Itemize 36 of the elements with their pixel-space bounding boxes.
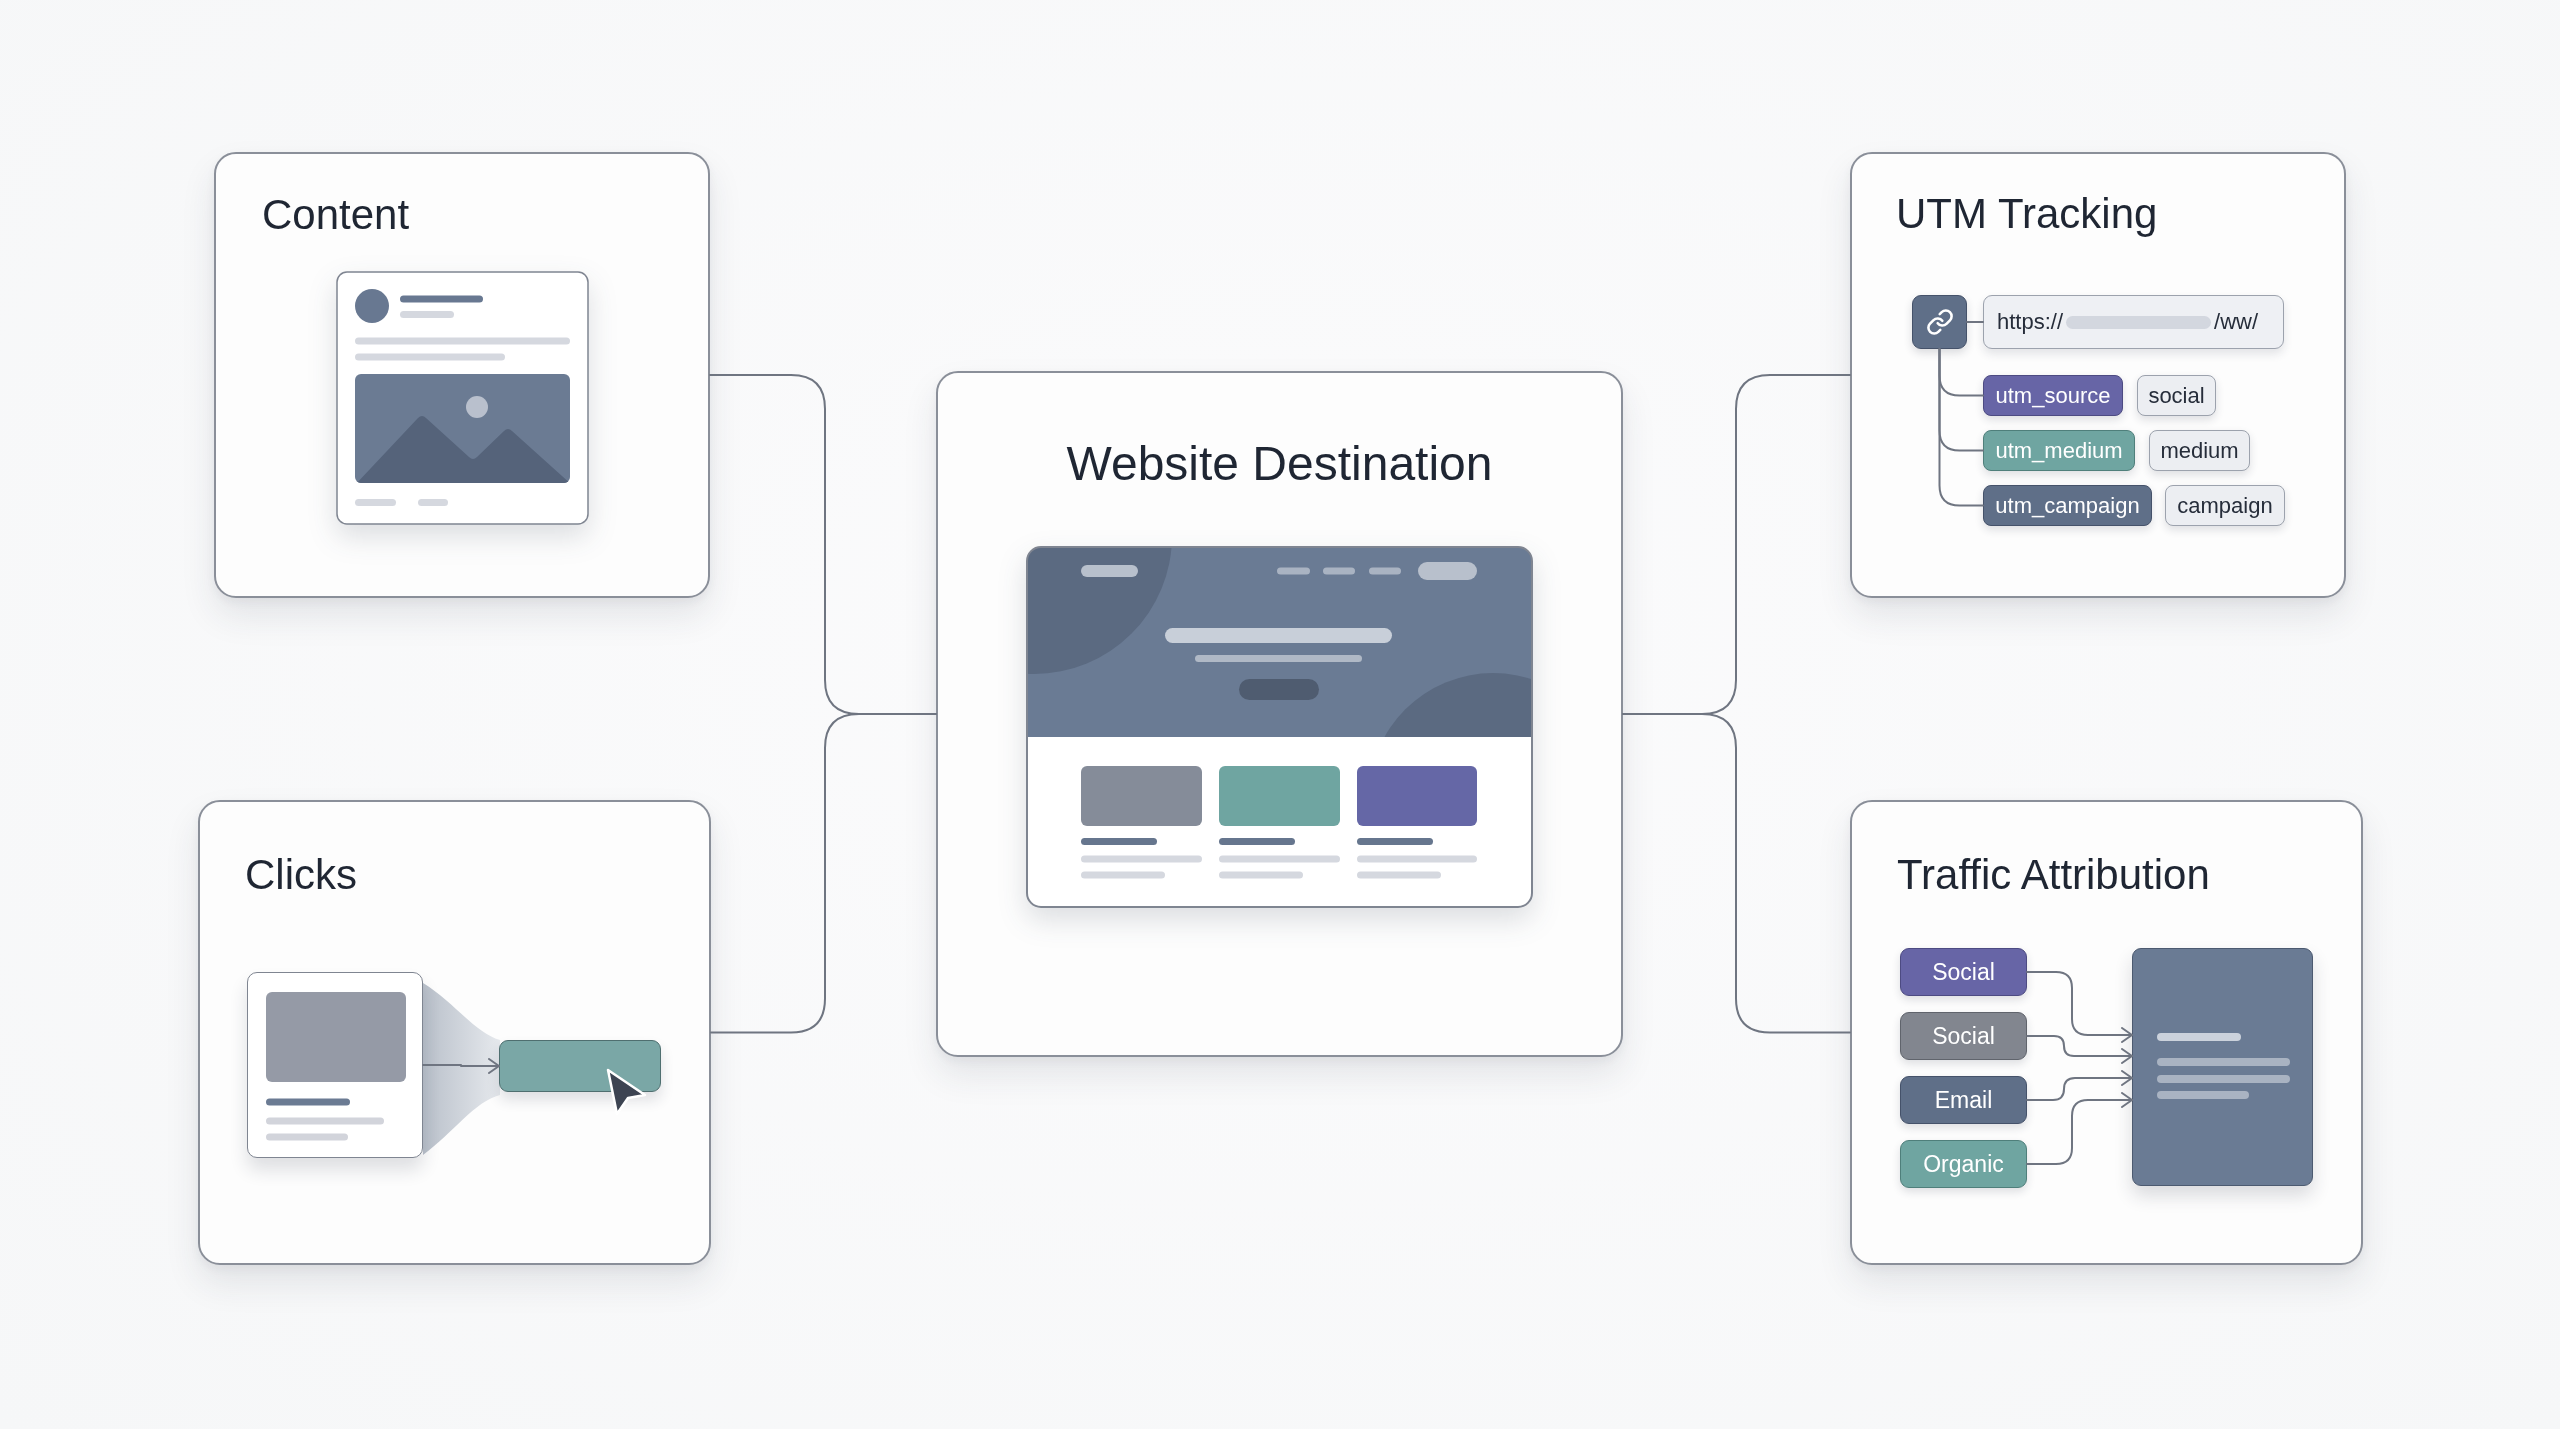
connector-line [1938,348,1984,507]
parameter-tag: medium [2149,430,2250,471]
parameter-tag: social [2137,375,2216,416]
content-card [247,972,423,1158]
arrow [2026,1035,2133,1064]
url-text: https:// [1997,311,2064,333]
panel-title: Content [262,190,410,240]
arrow [2026,971,2133,1043]
source-tag: Social [1900,948,2027,996]
url-field [1983,295,2284,349]
panel-title: Traffic Attribution [1897,850,2210,900]
panel-title: UTM Tracking [1896,189,2158,239]
parameter-tag: utm_campaign [1983,485,2152,526]
card-panel [214,152,710,598]
card-panel [936,371,1623,1057]
parameter-tag: utm_source [1983,375,2123,416]
arrow [2026,1070,2133,1101]
parameter-tag: utm_medium [1983,430,2135,471]
connector-line [1966,321,1984,323]
card-panel [198,800,711,1265]
connector-line [1622,713,1851,1034]
connector-line [710,713,937,1034]
parameter-tag: campaign [2165,485,2285,526]
url-text: /ww/ [2214,311,2259,333]
report-panel [2132,948,2313,1186]
arrow [2026,1092,2133,1165]
link-icon [1912,295,1967,349]
arrow [422,1058,500,1074]
click-target-button [499,1040,661,1092]
source-tag: Social [1900,1012,2027,1060]
panel-title: Website Destination [1066,436,1493,492]
panel-title: Clicks [245,850,357,900]
card-panel [1850,152,2346,598]
source-tag: Email [1900,1076,2027,1124]
card-panel [1850,800,2363,1265]
source-tag: Organic [1900,1140,2027,1188]
